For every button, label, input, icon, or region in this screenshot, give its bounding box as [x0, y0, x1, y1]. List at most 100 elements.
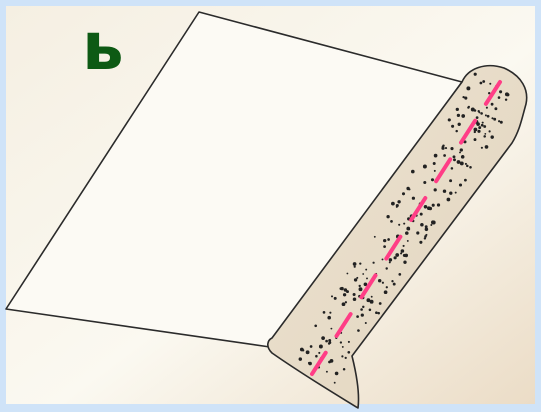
speckle	[442, 144, 444, 146]
speckle	[400, 252, 402, 254]
speckle	[389, 258, 392, 261]
speckle	[406, 227, 409, 230]
speckle	[396, 206, 398, 208]
speckle	[403, 245, 405, 247]
speckle	[447, 198, 451, 202]
speckle	[461, 114, 465, 118]
speckle	[455, 192, 457, 194]
speckle	[391, 202, 395, 206]
speckle	[485, 114, 487, 116]
speckle	[432, 221, 436, 225]
speckle	[357, 329, 360, 332]
speckle	[377, 312, 380, 315]
speckle	[326, 371, 328, 373]
speckle	[323, 311, 326, 314]
speckle	[387, 238, 390, 241]
speckle	[423, 181, 426, 184]
speckle	[499, 90, 502, 93]
speckle	[391, 280, 393, 282]
speckle	[474, 138, 477, 141]
speckle	[406, 187, 409, 190]
speckle	[356, 315, 359, 318]
speckle	[483, 125, 486, 128]
speckle	[424, 205, 428, 209]
speckle	[464, 179, 467, 182]
speckle	[476, 122, 480, 126]
speckle	[482, 122, 484, 124]
speckle	[366, 298, 370, 302]
speckle	[299, 357, 302, 360]
speckle	[330, 328, 332, 330]
speckle	[359, 287, 363, 291]
speckle	[386, 215, 389, 218]
speckle	[365, 269, 367, 271]
speckle	[441, 147, 444, 150]
speckle	[382, 258, 384, 260]
speckle	[402, 192, 405, 195]
speckle	[474, 73, 477, 76]
speckle	[416, 231, 419, 234]
speckle	[473, 128, 477, 132]
figure-label: ь	[82, 14, 124, 80]
speckle	[334, 382, 336, 384]
speckle	[471, 108, 475, 112]
speckle	[407, 240, 409, 242]
speckle	[401, 249, 405, 253]
speckle	[404, 254, 408, 258]
speckle	[393, 283, 396, 286]
speckle	[403, 261, 406, 264]
speckle	[362, 306, 364, 308]
speckle	[451, 167, 454, 170]
speckle	[353, 293, 356, 296]
speckle	[466, 165, 469, 168]
speckle	[456, 108, 459, 111]
speckle	[434, 188, 437, 191]
speckle	[359, 285, 361, 287]
speckle	[445, 147, 447, 149]
speckle	[458, 123, 461, 126]
speckle	[480, 82, 483, 85]
speckle	[328, 339, 331, 342]
speckle	[420, 213, 423, 216]
speckle	[500, 121, 503, 124]
speckle	[459, 151, 461, 153]
speckle	[477, 130, 480, 133]
speckle	[315, 355, 318, 358]
speckle	[379, 302, 382, 305]
speckle	[478, 111, 480, 113]
speckle	[318, 352, 320, 354]
speckle	[375, 311, 378, 314]
speckle	[433, 162, 436, 165]
speckle	[437, 203, 440, 206]
speckle	[489, 130, 491, 132]
speckle	[341, 355, 343, 357]
speckle	[491, 103, 494, 106]
speckle	[431, 178, 434, 181]
speckle	[423, 165, 427, 169]
speckle	[383, 239, 386, 242]
speckle	[327, 316, 331, 320]
speckle	[461, 155, 464, 158]
speckle	[411, 170, 415, 174]
speckle	[483, 135, 486, 138]
speckle	[344, 288, 347, 291]
speckle	[353, 297, 357, 301]
speckle	[353, 262, 357, 266]
speckle	[459, 183, 462, 186]
speckle	[314, 324, 317, 327]
speckle	[465, 163, 467, 165]
speckle	[425, 234, 427, 236]
speckle	[498, 120, 500, 122]
speckle	[494, 107, 497, 110]
speckle	[420, 223, 424, 227]
speckle	[476, 116, 479, 119]
speckle	[469, 166, 472, 169]
speckle	[395, 253, 399, 257]
speckle	[371, 296, 373, 298]
speckle	[348, 341, 350, 343]
speckle	[405, 231, 409, 235]
speckle	[427, 206, 431, 210]
speckle	[394, 256, 397, 259]
speckle	[489, 83, 491, 85]
speckle	[345, 357, 347, 359]
